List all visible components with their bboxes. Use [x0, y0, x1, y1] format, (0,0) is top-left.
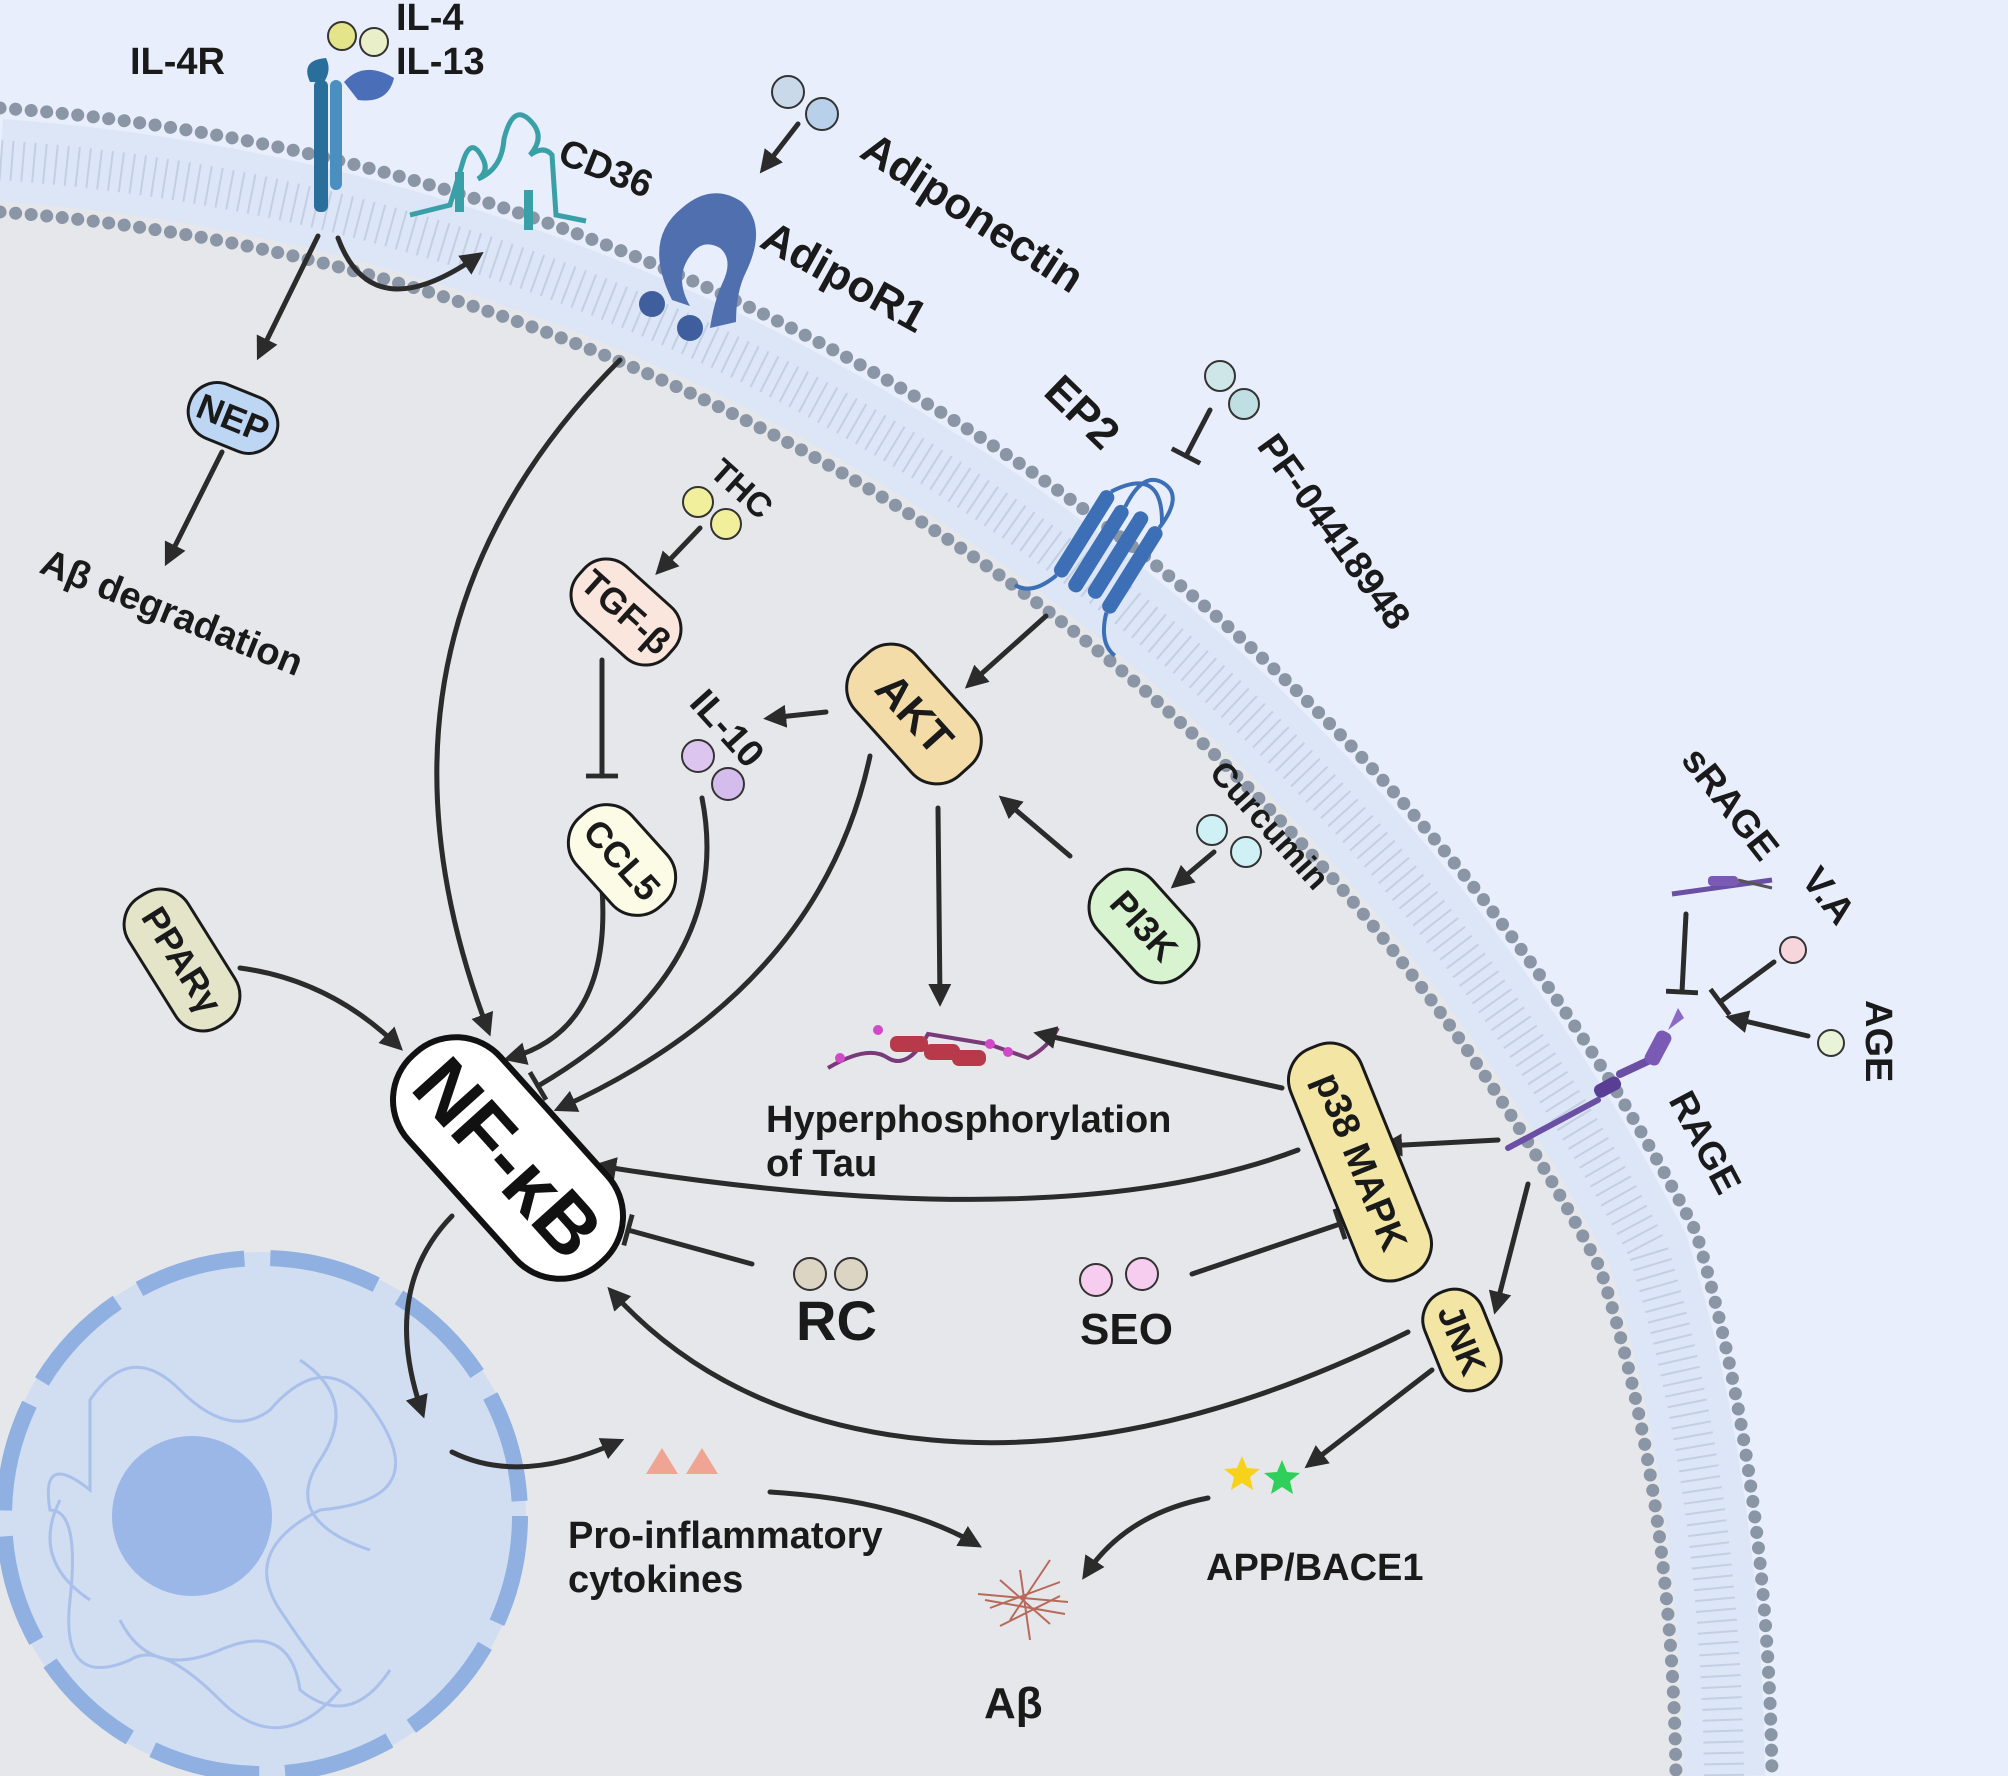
- arrow-jnk-nfkb: [607, 1286, 1411, 1446]
- app-bace1-stars-icon: [1224, 1456, 1300, 1494]
- of-tau-label: of Tau: [766, 1143, 877, 1185]
- tau-protein-icon: [826, 1025, 1060, 1070]
- arrow-pi3k-akt: [998, 795, 1073, 859]
- app-bace1-label: APP/BACE1: [1206, 1547, 1424, 1589]
- inhibit-pf-ep2: [1170, 407, 1213, 466]
- inhibit-va-rage: [1708, 959, 1777, 1017]
- arrow-curcumin-pi3k: [1170, 849, 1217, 889]
- arrow-pparg-nfkb: [237, 965, 403, 1051]
- arrow-nucleus-cytokines: [449, 1438, 625, 1470]
- il4r-receptor-icon: [307, 21, 394, 212]
- amyloid-beta-fibril-icon: [977, 1559, 1069, 1641]
- inhibit-seo-p38: [1189, 1208, 1348, 1277]
- age-molecule-icon: [1817, 1029, 1845, 1057]
- thc-molecule-icon: [682, 486, 742, 540]
- arrow-adipor1-nfkb: [434, 357, 623, 1037]
- age-label: AGE: [1857, 1000, 1899, 1082]
- membrane-inner-heads: [0, 205, 1683, 1776]
- membrane-tails: [0, 140, 1744, 1776]
- seo-label: SEO: [1080, 1305, 1173, 1354]
- cytokine-triangles-icon: [646, 1448, 718, 1474]
- arrow-il4r-cd36: [335, 235, 484, 292]
- rc-label: RC: [796, 1289, 877, 1352]
- cytokines-label: cytokines: [568, 1559, 743, 1601]
- arrow-p38-tau: [1033, 1026, 1285, 1091]
- arrow-rage-jnk: [1488, 1181, 1531, 1315]
- nucleus: [0, 1250, 528, 1776]
- arrow-il4r-nep: [256, 233, 321, 361]
- arrow-ep2-akt: [964, 613, 1049, 689]
- inhibit-srage-rage: [1665, 911, 1699, 996]
- arrow-age-rage: [1725, 1010, 1811, 1039]
- arrow-akt-tau: [928, 805, 952, 1007]
- arrow-nep-ab-degradation: [164, 449, 225, 567]
- inhibit-il10-nfkb: [527, 795, 710, 1102]
- arrow-app-bace1-ab: [1082, 1495, 1211, 1580]
- rc-molecule-icon: [793, 1257, 868, 1291]
- il4r-label: IL-4R: [130, 41, 225, 83]
- cd36-receptor-icon: [409, 112, 587, 230]
- seo-molecule-icon: [1079, 1257, 1159, 1297]
- nucleolus: [112, 1436, 272, 1596]
- curcumin-molecule-icon: [1196, 814, 1262, 868]
- arrow-nfkb-nucleus: [404, 1213, 455, 1419]
- arrow-cytokines-ab: [767, 1489, 982, 1548]
- ab-label: Aβ: [984, 1679, 1043, 1728]
- hyperphosphorylation-label: Hyperphosphorylation: [766, 1099, 1171, 1141]
- arrow-adiponectin-adipor1: [759, 121, 801, 174]
- arrow-thc-tgfb: [655, 525, 703, 575]
- inhibit-rc-nfkb: [621, 1213, 755, 1267]
- arrow-akt-il10: [763, 704, 829, 728]
- arrow-jnk-app-bace1: [1304, 1367, 1435, 1469]
- arrow-p38-nfkb: [593, 1147, 1301, 1202]
- il4-label: IL-4: [396, 0, 464, 39]
- rage-receptor-icon: [1505, 1008, 1684, 1151]
- membrane-outer-heads: [0, 101, 1779, 1776]
- ep2-receptor-icon: [1013, 360, 1260, 658]
- arrow-akt-nfkb: [553, 753, 873, 1112]
- adipor1-receptor-icon: [639, 75, 839, 341]
- il13-label: IL-13: [396, 41, 485, 83]
- arrow-rage-p38: [1379, 1133, 1501, 1157]
- il10-molecule-icon: [681, 739, 745, 801]
- pro-inflammatory-label: Pro-inflammatory: [568, 1515, 883, 1557]
- jnk-node: JNK: [1421, 1287, 1503, 1393]
- srage-icon: [1671, 876, 1773, 897]
- va-molecule-icon: [1779, 936, 1807, 964]
- arrow-ccl5-nfkb: [503, 885, 606, 1065]
